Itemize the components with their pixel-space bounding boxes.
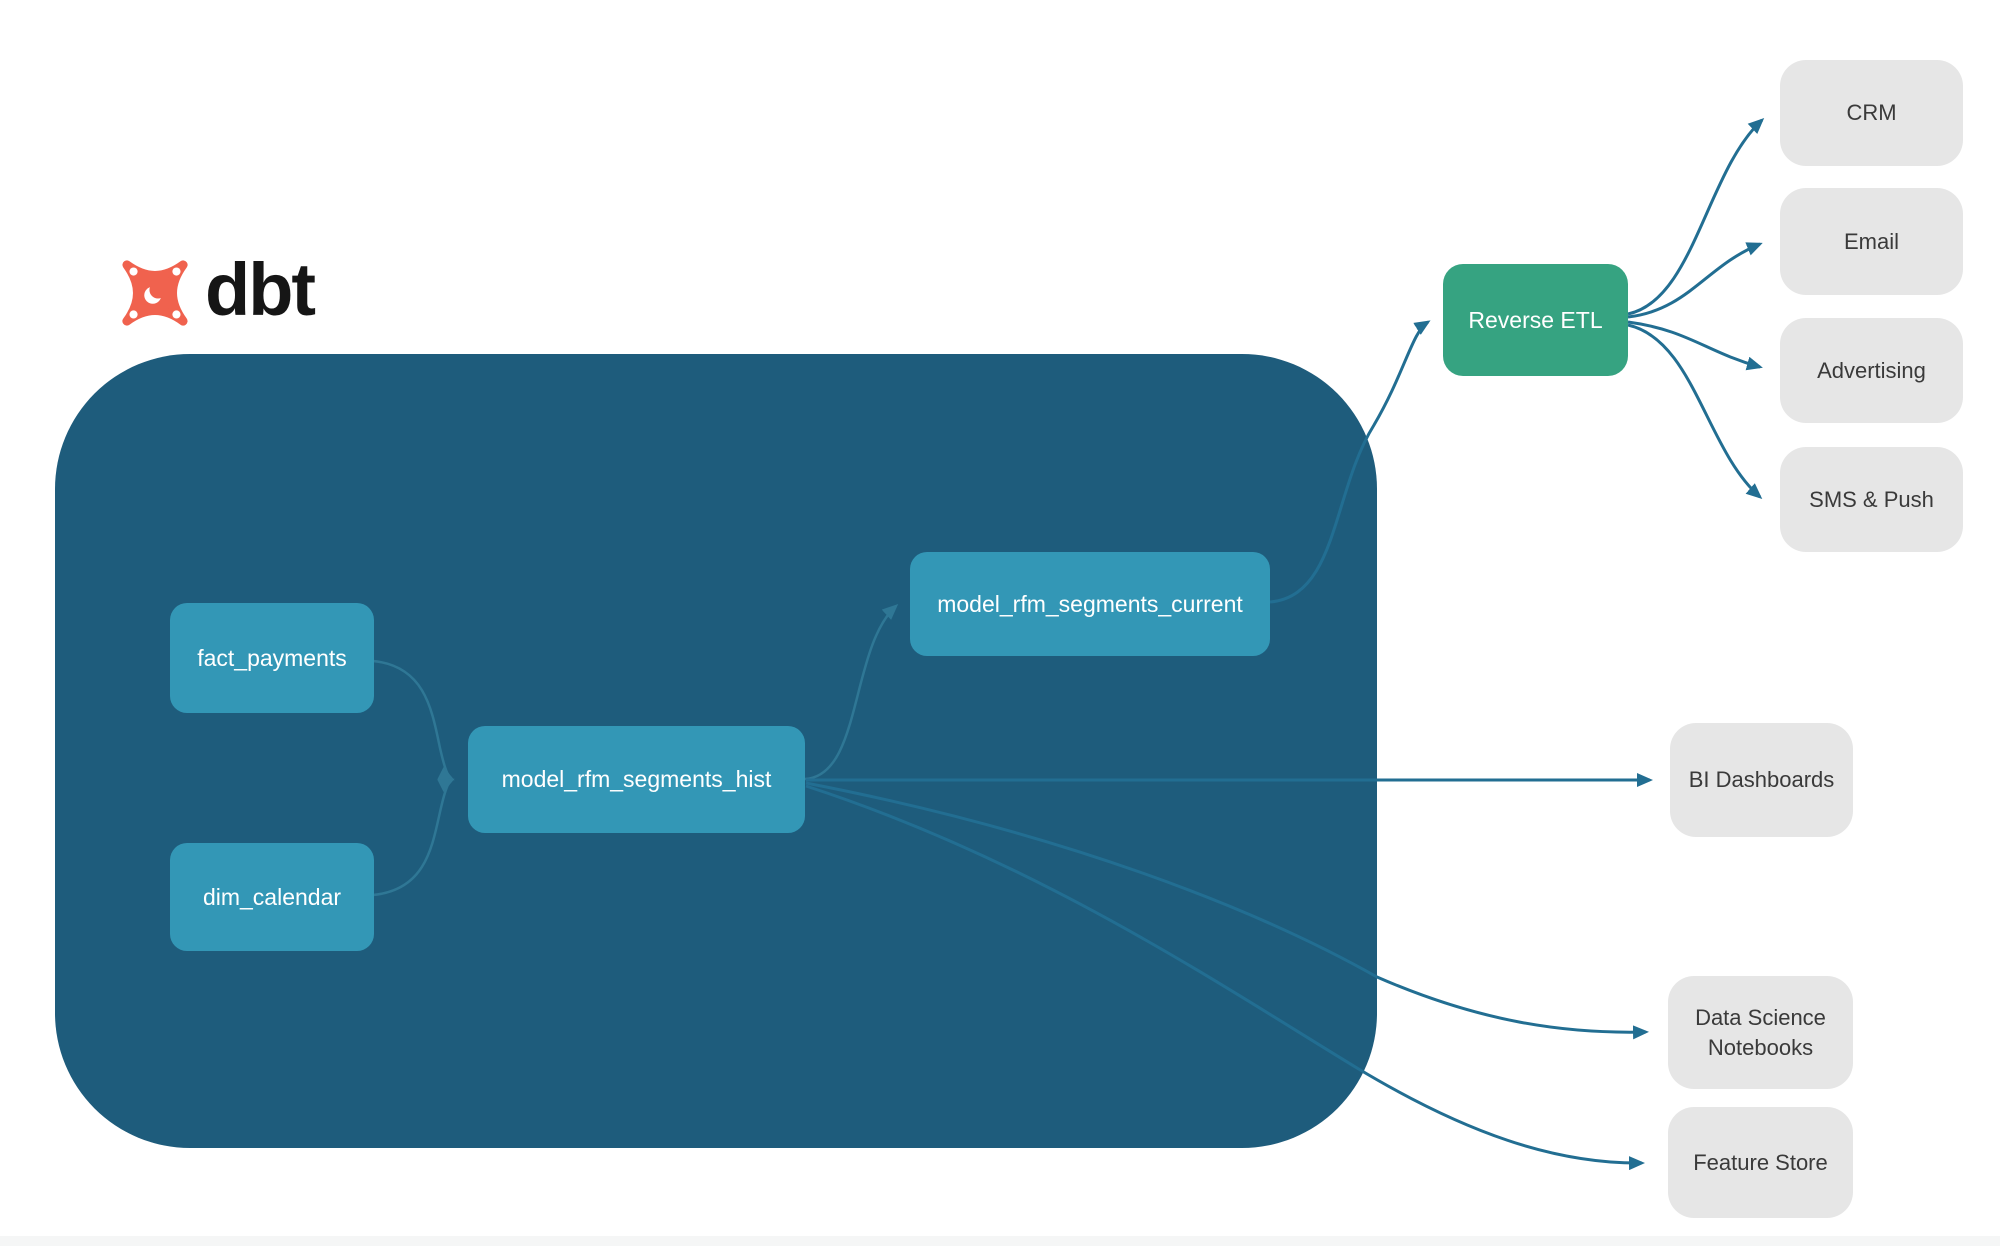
node-model-rfm-segments-hist: model_rfm_segments_hist <box>468 726 805 833</box>
node-sms-push: SMS & Push <box>1780 447 1963 552</box>
edge-reverse-etl-to-sms-push <box>1627 323 1763 499</box>
node-data-science-notebooks-label: Data Science Notebooks <box>1695 1004 1826 1060</box>
node-reverse-etl-label: Reverse ETL <box>1468 306 1603 333</box>
node-crm: CRM <box>1780 60 1963 166</box>
dbt-logo-text: dbt <box>205 248 316 331</box>
node-feature-store: Feature Store <box>1668 1107 1853 1218</box>
dbt-star-icon <box>122 260 188 326</box>
node-sms-push-label: SMS & Push <box>1809 486 1934 512</box>
node-email: Email <box>1780 188 1963 295</box>
node-model-rfm-segments-current-label: model_rfm_segments_current <box>937 590 1243 617</box>
node-feature-store-label: Feature Store <box>1693 1149 1828 1175</box>
node-fact-payments-label: fact_payments <box>197 644 347 671</box>
node-data-science-notebooks: Data Science Notebooks <box>1668 976 1853 1089</box>
node-crm-label: CRM <box>1846 100 1897 126</box>
node-bi-dashboards-label: BI Dashboards <box>1688 767 1835 793</box>
dbt-logo: dbt <box>118 248 316 334</box>
edge-reverse-etl-to-crm <box>1627 117 1765 316</box>
node-bi-dashboards: BI Dashboards <box>1670 723 1853 837</box>
edge-reverse-etl-to-advertising <box>1627 320 1763 371</box>
node-dim-calendar: dim_calendar <box>170 843 374 951</box>
node-reverse-etl: Reverse ETL <box>1443 264 1628 376</box>
node-model-rfm-segments-hist-label: model_rfm_segments_hist <box>501 766 772 792</box>
node-advertising: Advertising <box>1780 318 1963 423</box>
page-bottom-strip <box>0 1236 2000 1246</box>
node-fact-payments: fact_payments <box>170 603 374 713</box>
node-advertising-label: Advertising <box>1817 357 1926 383</box>
edge-reverse-etl-to-email <box>1627 242 1763 319</box>
node-model-rfm-segments-current: model_rfm_segments_current <box>910 552 1270 656</box>
node-dim-calendar-label: dim_calendar <box>202 883 342 910</box>
node-email-label: Email <box>1843 228 1899 254</box>
